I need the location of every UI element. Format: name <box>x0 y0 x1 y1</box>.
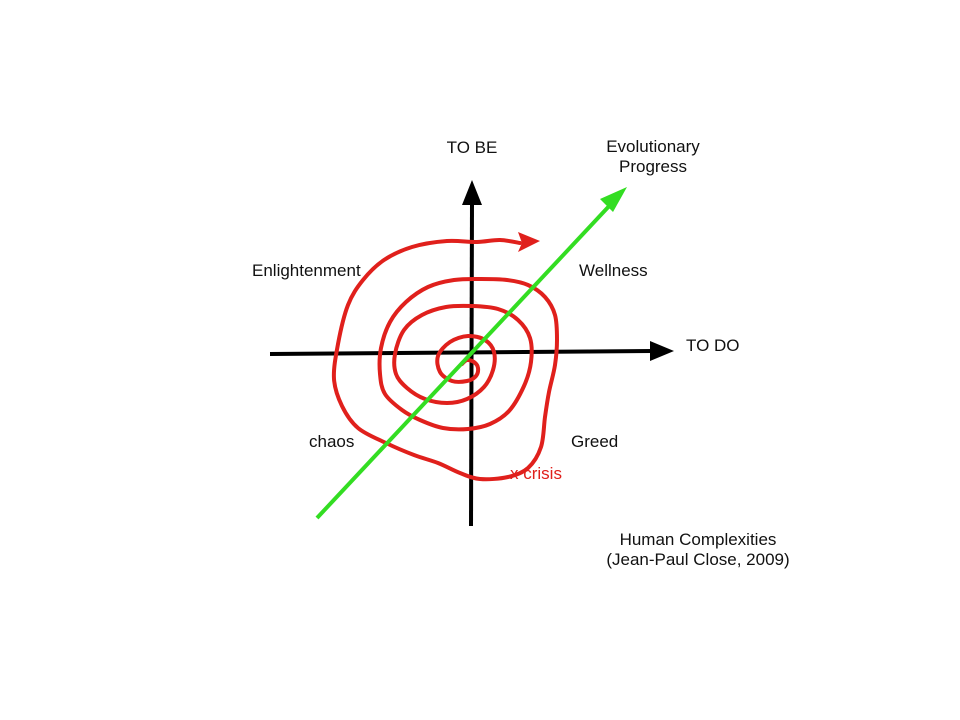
quadrant-label-chaos: chaos <box>309 432 355 451</box>
crisis-marker-label: x crisis <box>510 464 562 483</box>
evolutionary-progress-label-line2: Progress <box>618 157 688 176</box>
evolutionary-progress-label: Evolutionary Progress <box>583 137 723 177</box>
development-spiral <box>331 237 559 482</box>
evolutionary-progress-arrowhead <box>600 187 627 212</box>
quadrant-label-enlightenment: Enlightenment <box>252 261 361 280</box>
diagram-credit-attribution: (Jean-Paul Close, 2009) <box>606 550 790 569</box>
diagram-credit-title: Human Complexities <box>619 530 777 549</box>
to-be-axis-arrowhead <box>462 180 482 205</box>
quadrant-label-wellness: Wellness <box>579 261 648 280</box>
quadrant-label-greed: Greed <box>571 432 619 451</box>
to-do-axis-line <box>269 349 653 356</box>
to-be-axis-label: TO BE <box>446 138 498 157</box>
diagram-credit: Human Complexities (Jean-Paul Close, 200… <box>578 530 818 570</box>
spiral-arrowhead <box>518 232 540 252</box>
to-do-axis-label: TO DO <box>686 336 740 355</box>
to-do-axis-arrowhead <box>650 341 674 361</box>
evolutionary-progress-label-line1: Evolutionary <box>606 137 700 156</box>
to-be-axis-line <box>469 201 474 527</box>
evolutionary-progress-line <box>315 201 614 520</box>
